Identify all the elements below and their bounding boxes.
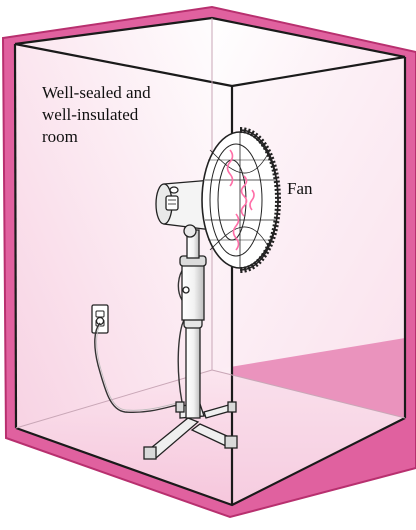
wall-outlet-icon — [92, 305, 108, 333]
room-label-line-1: Well-sealed and — [42, 82, 151, 104]
fan-label: Fan — [287, 178, 313, 200]
fan-guard — [202, 130, 278, 270]
room-label: Well-sealed and well-insulated room — [42, 82, 151, 148]
room-label-line-2: well-insulated — [42, 104, 151, 126]
room-label-line-3: room — [42, 126, 151, 148]
